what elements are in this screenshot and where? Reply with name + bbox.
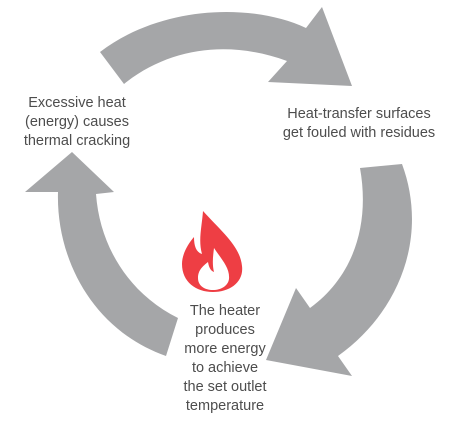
arrow-heater-to-cracking [25,152,178,356]
step-label-line: get fouled with residues [282,125,436,141]
step-label-line: temperature [185,398,265,414]
step-label-line: (energy) causes [25,114,129,130]
step-label-heater-energy: The heater produces more energy to achie… [150,302,300,416]
step-label-thermal-cracking: Excessive heat (energy) causes thermal c… [2,94,152,151]
step-label-line: thermal cracking [23,133,131,149]
step-label-line: Excessive heat [28,95,126,111]
arrow-fouled-to-heater [266,164,412,376]
flame-inner [198,248,230,290]
flame-icon [182,211,243,292]
step-label-line: to achieve [191,360,259,376]
step-label-line: Heat-transfer surfaces [287,106,431,122]
step-label-line: The heater [189,303,261,319]
step-label-line: produces [195,322,255,338]
step-label-surfaces-fouled: Heat-transfer surfaces get fouled with r… [268,105,450,143]
arrow-cracking-to-fouled [100,7,352,86]
step-label-line: the set outlet [183,379,267,395]
step-label-line: more energy [184,341,266,357]
